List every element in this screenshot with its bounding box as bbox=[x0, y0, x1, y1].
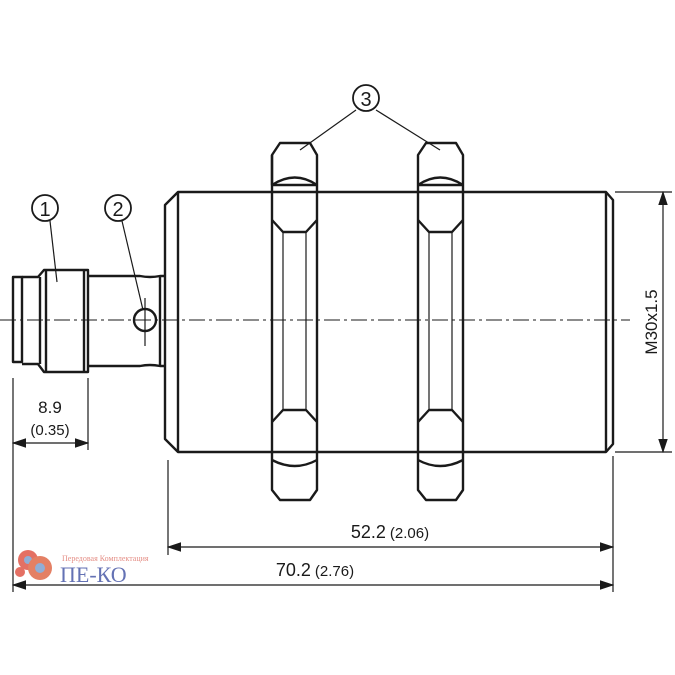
callout-3: 3 bbox=[299, 84, 441, 151]
svg-text:1: 1 bbox=[39, 199, 50, 221]
peko-logo: Передовая Комплектация ПЕ-КО bbox=[15, 550, 149, 587]
dimension-connector: 8.9 (0.35) bbox=[11, 378, 90, 460]
threaded-body bbox=[163, 190, 615, 454]
dimension-total-length: 70.2(2.76) bbox=[11, 460, 615, 592]
svg-text:(0.35): (0.35) bbox=[30, 422, 69, 439]
svg-text:ПЕ-КО: ПЕ-КО bbox=[60, 562, 127, 587]
svg-text:70.2(2.76): 70.2(2.76) bbox=[276, 560, 354, 580]
nut-2 bbox=[416, 141, 465, 502]
svg-text:8.9: 8.9 bbox=[38, 398, 62, 417]
connector bbox=[11, 268, 165, 374]
callout-2: 2 bbox=[104, 194, 144, 311]
dimension-thread: M30x1.5 bbox=[615, 190, 672, 454]
svg-text:2: 2 bbox=[112, 199, 123, 221]
svg-text:Передовая Комплектация: Передовая Комплектация bbox=[62, 554, 149, 563]
callout-1: 1 bbox=[31, 194, 59, 283]
gear-icon bbox=[15, 550, 52, 580]
svg-text:M30x1.5: M30x1.5 bbox=[642, 289, 661, 354]
svg-text:3: 3 bbox=[360, 89, 371, 111]
svg-text:52.2(2.06): 52.2(2.06) bbox=[351, 522, 429, 542]
dimension-body-length: 52.2(2.06) bbox=[166, 456, 615, 592]
nut-1 bbox=[270, 141, 319, 502]
